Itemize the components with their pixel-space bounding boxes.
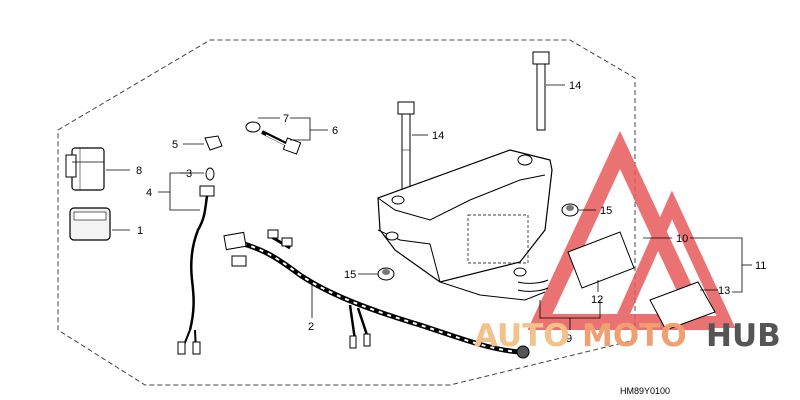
callout-4: 4	[146, 187, 152, 199]
callout-2: 2	[308, 321, 314, 333]
part-2-harness	[223, 229, 530, 359]
callout-10: 10	[676, 233, 688, 245]
bracket	[377, 149, 553, 301]
part-14-bolt-left	[397, 101, 415, 195]
watermark-text-hub: HUB	[706, 318, 781, 354]
drawing-code: HM89Y0100	[620, 386, 670, 396]
part-4-socket-assembly	[177, 167, 215, 355]
callout-5: 5	[172, 139, 178, 151]
callout-9: 9	[566, 333, 572, 345]
callout-14-left: 14	[432, 130, 444, 142]
watermark-text-moto: MOTO	[582, 318, 687, 354]
callout-3: 3	[186, 168, 192, 180]
part-6-sensor	[245, 121, 302, 155]
callout-14-right: 14	[569, 80, 581, 92]
callout-6: 6	[332, 125, 338, 137]
part-12-sticker	[567, 231, 635, 289]
part-14-bolt-right	[532, 51, 550, 131]
callout-12: 12	[591, 294, 603, 306]
part-15-grommet-right	[561, 203, 579, 217]
part-1-block	[69, 207, 111, 241]
watermark-text-auto: AUTO	[474, 318, 570, 354]
callout-7: 7	[283, 113, 289, 125]
part-5-nut	[204, 135, 223, 151]
part-8-regulator	[65, 147, 105, 191]
callout-11: 11	[755, 260, 766, 272]
part-9-rubber	[517, 279, 549, 292]
callout-13: 13	[718, 285, 730, 297]
part-13-sticker	[649, 281, 716, 331]
callout-1: 1	[137, 225, 143, 237]
part-15-grommet-left	[377, 267, 395, 281]
assembly-frame	[57, 39, 636, 386]
callout-8: 8	[136, 165, 142, 177]
callout-15-right: 15	[600, 205, 612, 217]
callout-15-left: 15	[344, 269, 356, 281]
